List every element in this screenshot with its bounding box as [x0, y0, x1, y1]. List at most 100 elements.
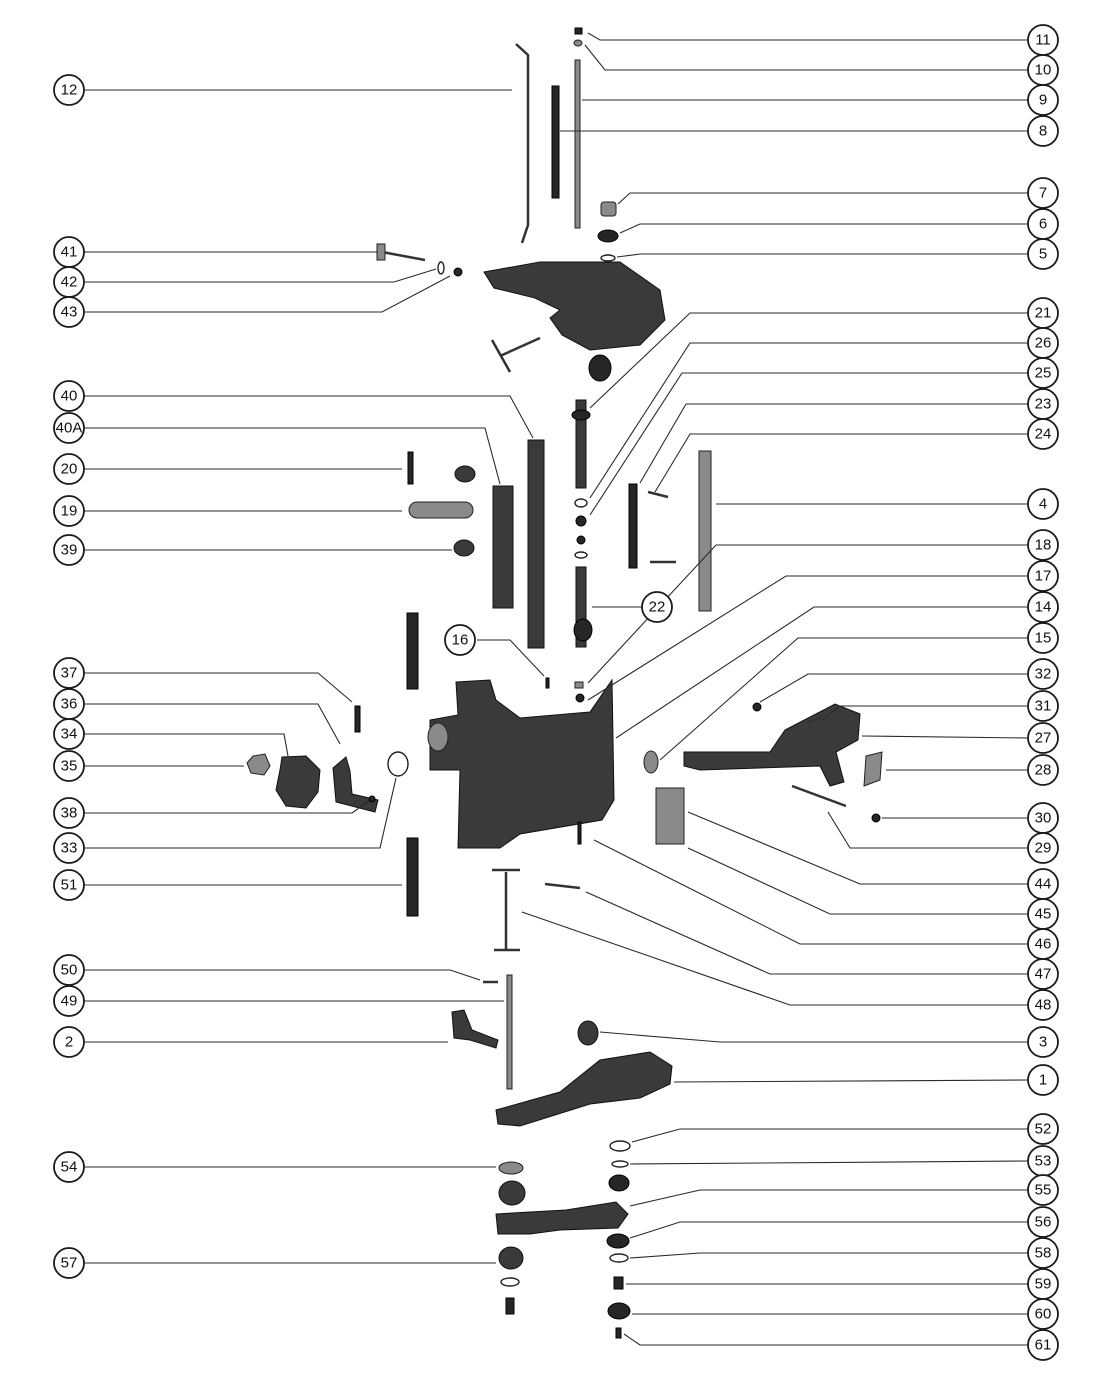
part-52-washer: [609, 1140, 631, 1152]
svg-text:17: 17: [1035, 568, 1052, 585]
leader-45: [687, 847, 1028, 915]
leader-27: [861, 735, 1029, 739]
leader-37: [84, 672, 353, 703]
leader-36: [84, 703, 341, 745]
part-56-nut: [606, 1233, 630, 1249]
leader-14: [615, 606, 1028, 739]
part-58-washer: [609, 1253, 629, 1263]
svg-text:15: 15: [1035, 630, 1052, 647]
part-31-bolt: [807, 716, 821, 724]
part-tilt-arm: [683, 703, 861, 787]
part-36-u-bracket: [332, 756, 379, 813]
leader-25: [589, 372, 1028, 516]
callout-39: 39: [53, 534, 85, 566]
callout-57: 57: [53, 1247, 85, 1279]
part-14-pin: [406, 612, 419, 690]
part-15-washer: [643, 750, 659, 774]
callout-16: 16: [444, 624, 476, 656]
part-5-washer: [600, 254, 616, 262]
part-29-rod: [791, 784, 847, 808]
part-18-plug: [574, 681, 584, 689]
part-upper-bracket: [483, 261, 666, 351]
part-24-pin-top: [647, 490, 669, 499]
callout-7: 7: [1027, 177, 1059, 209]
callout-45: 45: [1027, 898, 1059, 930]
callout-44: 44: [1027, 868, 1059, 900]
leader-53: [629, 1160, 1029, 1165]
svg-text:3: 3: [1039, 1034, 1047, 1051]
svg-text:58: 58: [1035, 1245, 1052, 1262]
svg-text:39: 39: [61, 542, 78, 559]
callout-34: 34: [53, 718, 85, 750]
leader-40a: [84, 427, 501, 485]
leader-40: [84, 395, 534, 439]
leader-58: [629, 1252, 1028, 1259]
svg-text:38: 38: [61, 805, 78, 822]
leader-16: [477, 639, 545, 677]
svg-text:40A: 40A: [56, 420, 83, 437]
leader-1: [673, 1079, 1029, 1083]
part-43-nut: [453, 267, 463, 277]
part-17-fitting: [575, 693, 585, 703]
leader-21: [589, 312, 1028, 409]
callout-40a: 40A: [53, 412, 85, 444]
svg-text:34: 34: [61, 726, 78, 743]
leader-11: [587, 32, 1028, 41]
callout-37: 37: [53, 657, 85, 689]
part-46-pin: [577, 821, 582, 845]
leader-23: [639, 403, 1028, 484]
svg-text:56: 56: [1035, 1214, 1052, 1231]
svg-text:41: 41: [61, 244, 78, 261]
part-37-screw: [354, 705, 361, 733]
svg-text:33: 33: [61, 840, 78, 857]
part-28-bracket: [863, 751, 883, 787]
svg-text:22: 22: [649, 599, 666, 616]
part-8-rod: [551, 85, 560, 199]
callout-18: 18: [1027, 529, 1059, 561]
callout-55: 55: [1027, 1174, 1059, 1206]
part-47-spring: [544, 882, 581, 890]
part-upper-t-handle: [490, 336, 541, 373]
callout-20: 20: [53, 453, 85, 485]
svg-text:5: 5: [1039, 246, 1047, 263]
svg-text:32: 32: [1035, 666, 1052, 683]
leader-lines: [84, 32, 1029, 1346]
svg-text:40: 40: [61, 388, 78, 405]
svg-text:30: 30: [1035, 810, 1052, 827]
callout-22: 22: [641, 591, 673, 623]
part-23-rod: [628, 483, 638, 569]
leader-15: [659, 637, 1028, 761]
leader-38: [84, 800, 370, 814]
svg-text:37: 37: [61, 665, 78, 682]
part-3-boss: [577, 1020, 599, 1046]
callout-24: 24: [1027, 418, 1059, 450]
callout-19: 19: [53, 495, 85, 527]
part-57-bushing: [498, 1246, 524, 1270]
part-40-tube: [527, 439, 545, 649]
leader-33: [84, 777, 397, 849]
part-washer-mid2: [574, 551, 588, 559]
svg-text:21: 21: [1035, 305, 1052, 322]
part-34-clamp: [275, 755, 321, 809]
part-6-washer: [597, 229, 619, 243]
svg-text:29: 29: [1035, 840, 1052, 857]
leader-32: [759, 673, 1028, 703]
part-swivel-bracket: [429, 678, 615, 849]
svg-text:49: 49: [61, 993, 78, 1010]
svg-text:36: 36: [61, 696, 78, 713]
callout-27: 27: [1027, 722, 1059, 754]
svg-text:48: 48: [1035, 997, 1052, 1014]
callout-52: 52: [1027, 1113, 1059, 1145]
part-55-bushing: [498, 1180, 526, 1206]
callout-36: 36: [53, 688, 85, 720]
callout-26: 26: [1027, 327, 1059, 359]
callout-4: 4: [1027, 488, 1059, 520]
svg-text:18: 18: [1035, 537, 1052, 554]
callout-21: 21: [1027, 297, 1059, 329]
callout-60: 60: [1027, 1298, 1059, 1330]
svg-text:46: 46: [1035, 936, 1052, 953]
part-upper-right-bushing: [608, 1174, 630, 1192]
part-38-ball: [368, 795, 376, 803]
part-19-spring: [408, 501, 474, 519]
svg-text:51: 51: [61, 877, 78, 894]
